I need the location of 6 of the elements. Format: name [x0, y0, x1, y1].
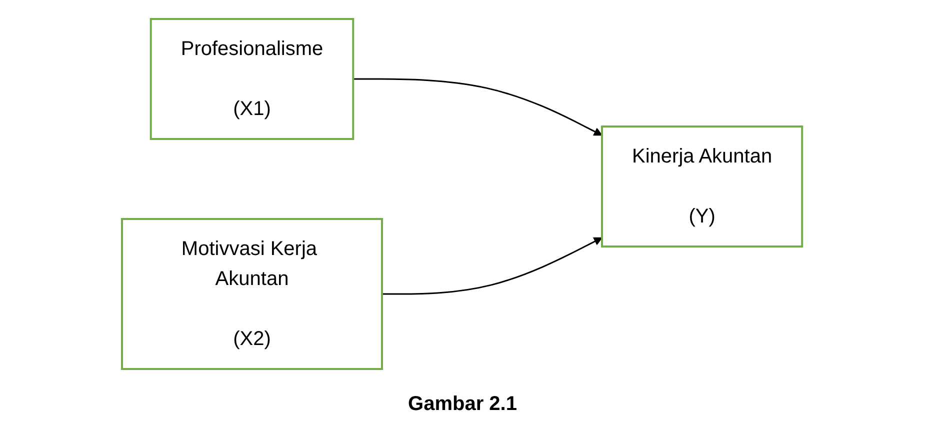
node-box: Motivvasi Kerja Akuntan (X2): [121, 218, 384, 370]
arrow: [382, 236, 603, 294]
arrow: [354, 78, 603, 136]
node-box: Kinerja Akuntan (Y): [601, 125, 804, 247]
node-box: Profesionalisme (X1): [150, 18, 355, 140]
figure-caption: Gambar 2.1: [408, 393, 517, 416]
